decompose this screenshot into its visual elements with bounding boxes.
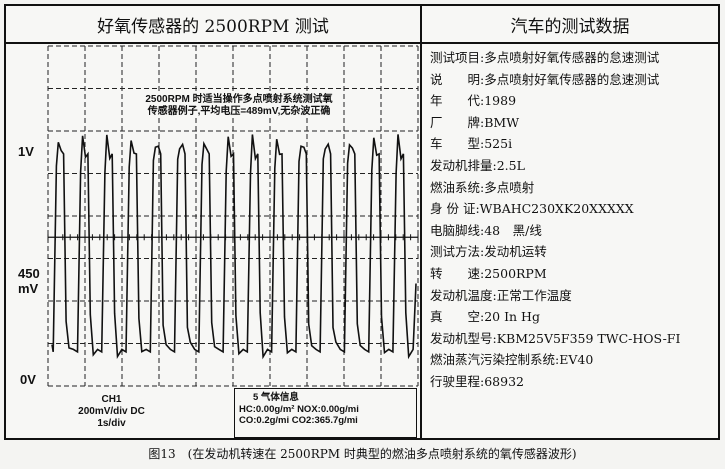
channel-settings: CH1 200mV/div DC 1s/div <box>64 394 159 430</box>
data-row-7: 身 份 证:WBAHC230XK20XXXXX <box>430 201 634 217</box>
data-row-1: 说 明:多点喷射好氧传感器的怠速测试 <box>430 71 660 87</box>
data-row-8: 电脑脚线:48 黑/线 <box>430 222 542 238</box>
scope-title: 好氧传感器的 2500RPM 测试 <box>97 16 329 37</box>
channel-timebase: 1s/div <box>97 418 126 429</box>
figure-caption: 图13 (在发动机转速在 2500RPM 时典型的燃油多点喷射系统的氧传感器波形… <box>148 447 577 461</box>
data-row-2: 年 代:1989 <box>430 93 517 109</box>
channel-scale: 200mV/div DC <box>78 406 145 417</box>
channel-name: CH1 <box>101 394 122 405</box>
y-label-1v: 1V <box>18 144 34 159</box>
oxygen-sensor-waveform <box>51 134 417 360</box>
data-row-11: 发动机温度:正常工作温度 <box>430 287 572 303</box>
gas-info-box: 5 气体信息 HC:0.00g/m² NOX:0.00g/mi CO:0.2g/… <box>234 388 417 438</box>
oscilloscope-screen <box>47 45 419 387</box>
figure-frame: 好氧传感器的 2500RPM 测试 汽车的测试数据 1V 450 mV 0V 2… <box>4 4 720 440</box>
data-row-4: 车 型:525i <box>430 136 513 152</box>
data-row-14: 燃油蒸汽污染控制系统:EV40 <box>430 352 594 368</box>
data-row-13: 发动机型号:KBM25V5F359 TWC-HOS-FI <box>430 330 681 346</box>
gas-info-line1: HC:0.00g/m² NOX:0.00g/mi <box>239 403 359 415</box>
data-row-0: 测试项目:多点喷射好氧传感器的怠速测试 <box>430 50 660 65</box>
data-row-10: 转 速:2500RPM <box>430 265 547 281</box>
gas-info-line2: CO:0.2g/mi CO2:365.7g/mi <box>239 415 358 426</box>
test-data-list: 测试项目:多点喷射好氧传感器的怠速测试 说 明:多点喷射好氧传感器的怠速测试 年… <box>430 47 716 393</box>
header-divider <box>6 42 718 44</box>
data-panel-title: 汽车的测试数据 <box>510 16 630 37</box>
y-label-450mv: 450 mV <box>18 266 40 296</box>
data-row-15: 行驶里程:68932 <box>430 373 524 389</box>
scope-annotation: 2500RPM 时适当操作多点喷射系统测试氧传感器例子,平均电压=489mV,无… <box>144 94 334 118</box>
data-row-3: 厂 牌:BMW <box>430 114 520 130</box>
data-row-6: 燃油系统:多点喷射 <box>430 179 535 195</box>
gas-info-title: 5 气体信息 <box>253 392 299 403</box>
data-row-12: 真 空:20 In Hg <box>430 309 540 325</box>
y-label-0v: 0V <box>20 372 36 387</box>
data-row-5: 发动机排量:2.5L <box>430 157 525 173</box>
data-row-9: 测试方法:发动机运转 <box>430 244 547 260</box>
column-divider <box>420 6 422 438</box>
oscilloscope-panel: 1V 450 mV 0V 2500RPM 时适当操作多点喷射系统测试氧传感器例子… <box>6 44 420 438</box>
